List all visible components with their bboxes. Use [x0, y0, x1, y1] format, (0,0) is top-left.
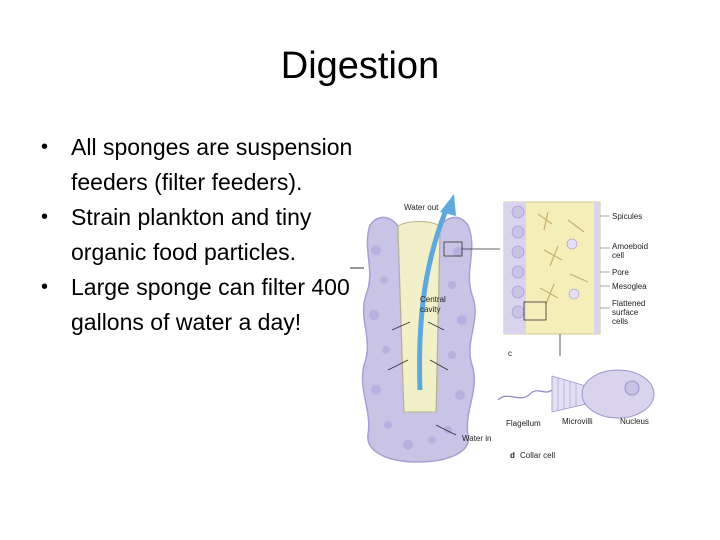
- water-in-arrows-icon: [387, 321, 457, 436]
- label-flattened-surface-cells: Flattened: [612, 299, 645, 308]
- label-amoeboid-cell: Amoeboid: [612, 242, 648, 251]
- label-flattened-surface-cells-2: surface: [612, 308, 639, 317]
- sponge-anatomy-figure: Water out Central cavity Water in: [348, 190, 688, 470]
- label-water-out: Water out: [404, 203, 439, 212]
- label-pore: Pore: [612, 268, 629, 277]
- bullet-item: • Strain plankton and tiny organic food p…: [38, 200, 368, 270]
- nucleus-icon: [624, 380, 640, 396]
- label-flagellum: Flagellum: [506, 419, 541, 428]
- label-microvilli: Microvilli: [562, 417, 593, 426]
- wall-section-panel: [503, 201, 601, 335]
- bullet-dot-icon: •: [41, 206, 49, 228]
- label-collar-cell: Collar cell: [520, 451, 555, 460]
- label-spicules: Spicules: [612, 212, 642, 221]
- bullet-text: Strain plankton and tiny organic food pa…: [71, 204, 312, 265]
- water-out-arrow-icon: [417, 209, 449, 391]
- sponge-diagram: Water out Central cavity Water in: [350, 194, 655, 463]
- label-nucleus: Nucleus: [620, 417, 649, 426]
- water-out-arrowhead-icon: [440, 194, 456, 216]
- bullet-text: Large sponge can filter 400 gallons of w…: [71, 274, 350, 335]
- bullet-item: • All sponges are suspension feeders (fil…: [38, 130, 368, 200]
- bullet-list: • All sponges are suspension feeders (fil…: [38, 130, 368, 340]
- bullet-item: • Large sponge can filter 400 gallons of …: [38, 270, 368, 340]
- label-amoeboid-cell-2: cell: [612, 251, 624, 260]
- label-panel-c: c: [508, 349, 512, 358]
- slide-title: Digestion: [280, 45, 440, 87]
- label-mesoglea: Mesoglea: [612, 282, 647, 291]
- bullet-dot-icon: •: [41, 136, 49, 158]
- bullet-dot-icon: •: [41, 276, 49, 298]
- label-panel-d: d: [510, 451, 515, 460]
- label-central-cavity: Central: [420, 295, 446, 304]
- bullet-text: All sponges are suspension feeders (filt…: [71, 134, 353, 195]
- label-central-cavity-2: cavity: [420, 305, 440, 314]
- collar-cell: [497, 369, 655, 419]
- label-flattened-surface-cells-3: cells: [612, 317, 628, 326]
- label-water-in: Water in: [462, 434, 492, 443]
- flagellum-icon: [497, 389, 553, 401]
